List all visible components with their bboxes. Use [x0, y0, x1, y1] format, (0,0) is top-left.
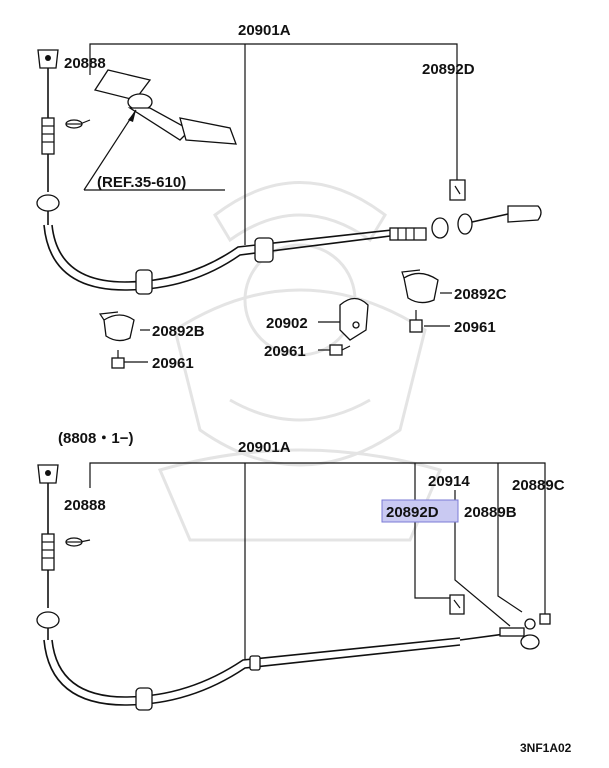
top-assembly-label: 20901A: [238, 22, 291, 39]
bottom-label-20892D: 20892D: [386, 504, 439, 521]
bracket-20892D-top: [449, 179, 466, 201]
bottom-label-20889C: 20889C: [512, 477, 565, 494]
bracket-20902: [339, 297, 369, 341]
cable-terminal-top-right: [389, 205, 542, 241]
highlighted-part-20892D[interactable]: 20892D: [381, 499, 459, 523]
cable-end-clevis-top: [36, 49, 60, 225]
cable-terminal-bottom-right: [459, 613, 551, 650]
cable-outer-top: [43, 224, 393, 295]
top-label-20892C: 20892C: [454, 286, 507, 303]
serial-note: (8808・1−): [58, 430, 133, 447]
bottom-assembly-label: 20901A: [238, 439, 291, 456]
clip-20888-bottom: [65, 537, 83, 547]
bracket-20892D-bottom: [449, 594, 465, 615]
bottom-label-20889B: 20889B: [464, 504, 517, 521]
bottom-section: (8808・1−) 20901A: [36, 430, 565, 711]
bottom-label-20914: 20914: [428, 473, 470, 490]
top-label-20892B: 20892B: [152, 323, 205, 340]
diagram-code: 3NF1A02: [520, 741, 572, 755]
clip-20888-top: [65, 119, 83, 129]
top-label-20961-left: 20961: [152, 355, 194, 372]
top-section: (REF.35-610): [36, 22, 542, 372]
bolt-20961-right: [409, 310, 423, 333]
clamp-20892C: [401, 269, 439, 304]
brake-pedal-sketch: [83, 69, 237, 191]
bolt-20961-left: [111, 350, 125, 369]
top-label-20961-mid: 20961: [264, 343, 306, 360]
watermark-emblem: [157, 181, 443, 542]
top-label-20961-right: 20961: [454, 319, 496, 336]
bolt-20961-mid: [329, 344, 351, 356]
top-label-20888: 20888: [64, 55, 106, 72]
top-label-20902: 20902: [266, 315, 308, 332]
clamp-20892B: [98, 311, 135, 342]
ref-note: (REF.35-610): [97, 174, 186, 191]
cable-end-clevis-bottom: [36, 464, 60, 640]
cable-outer-bottom: [43, 637, 461, 711]
bottom-label-20888: 20888: [64, 497, 106, 514]
top-label-20892D: 20892D: [422, 61, 475, 78]
